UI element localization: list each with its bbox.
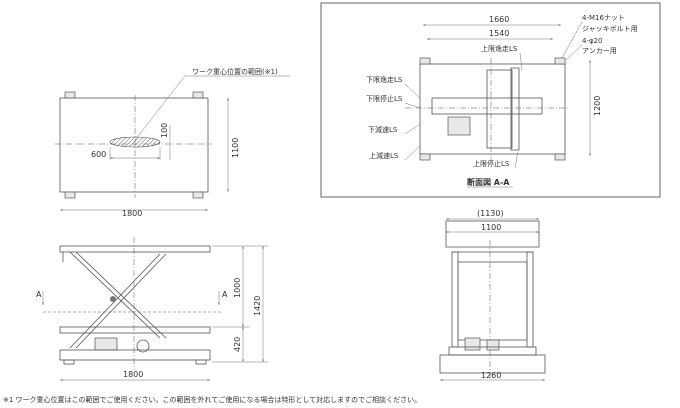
ls-upper-decel: 上減速LS xyxy=(369,151,399,160)
dim-outer: 1660 xyxy=(489,15,509,24)
front-view: (1130) 1100 1260 xyxy=(439,209,546,381)
dim-table: 1100 xyxy=(481,223,501,232)
section-frame xyxy=(320,2,661,198)
footnote: ※1 ワーク重心位置はこの範囲でご使用ください。この範囲を外れてご使用になる場合… xyxy=(3,395,421,404)
dim-cog-width: 600 xyxy=(91,150,106,159)
dim-inner: 1540 xyxy=(489,29,509,38)
note-nut-2: ジャッキボルト用 xyxy=(582,25,638,33)
ls-lower-overrun: 下限逸走LS xyxy=(366,75,403,84)
note-anchor-2: アンカー用 xyxy=(582,47,617,55)
dim-low: 420 xyxy=(233,337,242,352)
dim-depth: 1100 xyxy=(231,138,240,158)
dim-section-depth: 1200 xyxy=(593,96,602,116)
dim-width: 1800 xyxy=(122,209,142,218)
section-view: 1660 1540 1200 4-M16ナット ジャッキボルト用 4-φ20 ア… xyxy=(320,2,661,198)
dim-high: 1420 xyxy=(253,296,262,316)
dim-stroke: 1000 xyxy=(233,278,242,298)
ls-lower-stop: 下限停止LS xyxy=(366,94,403,103)
note-anchor-1: 4-φ20 xyxy=(582,37,603,45)
ls-upper-stop: 上限停止LS xyxy=(473,159,510,168)
section-mark-left: A xyxy=(36,290,42,299)
cog-range-label: ワーク重心位置の範囲(※1) xyxy=(192,67,278,76)
dim-cog-height: 100 xyxy=(160,123,169,138)
dim-side-width: 1800 xyxy=(123,370,143,379)
note-nut-1: 4-M16ナット xyxy=(582,14,625,22)
ls-upper-overrun: 上限逸走LS xyxy=(481,44,518,53)
top-view: ワーク重心位置の範囲(※1) 600 100 1100 1800 xyxy=(55,67,290,218)
cog-range-area xyxy=(109,136,161,148)
section-title: 断面図 A-A xyxy=(467,177,510,187)
section-mark-right: A xyxy=(222,290,228,299)
table-outline xyxy=(59,97,209,193)
dim-base: 1260 xyxy=(481,371,501,380)
dim-overall: (1130) xyxy=(477,209,504,218)
side-view: A A 1000 420 1420 1800 xyxy=(36,237,268,381)
ls-lower-decel: 下減速LS xyxy=(368,125,398,134)
